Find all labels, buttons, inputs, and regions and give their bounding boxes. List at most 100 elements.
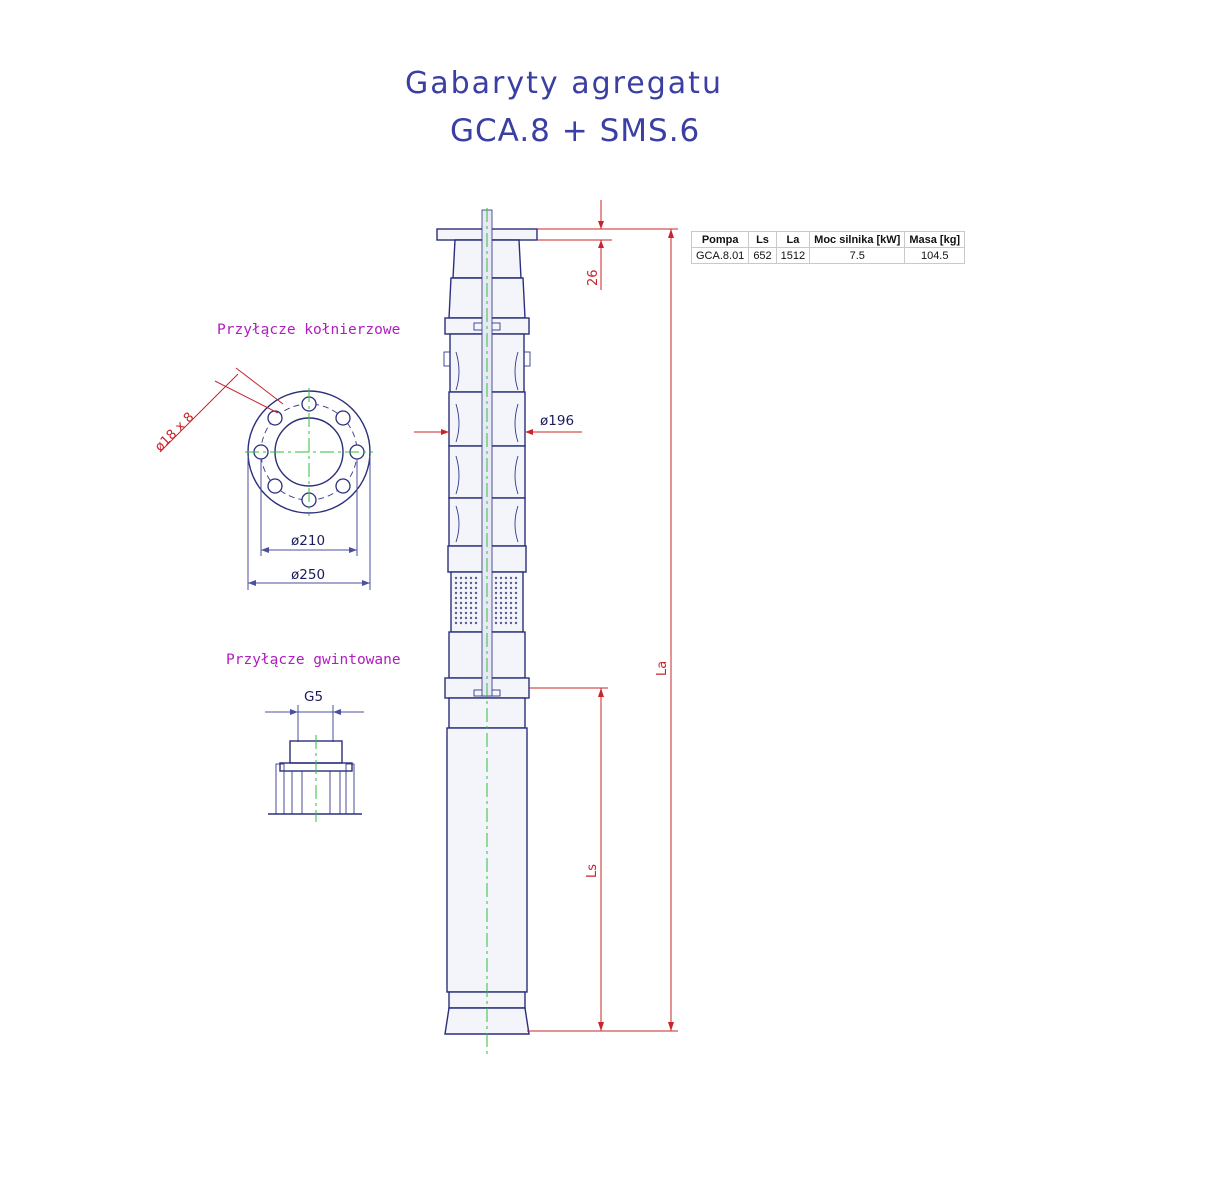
hole-dim-leader-1 bbox=[159, 373, 239, 453]
strainer-hole bbox=[464, 581, 468, 585]
strainer-hole bbox=[469, 621, 473, 625]
hole-dim-leader-2 bbox=[214, 380, 279, 414]
strainer-hole bbox=[454, 586, 458, 590]
strainer-hole bbox=[504, 581, 508, 585]
strainer-hole bbox=[454, 606, 458, 610]
strainer-hole bbox=[504, 576, 508, 580]
strainer-hole bbox=[459, 581, 463, 585]
strainer-hole bbox=[514, 606, 518, 610]
strainer-hole bbox=[464, 601, 468, 605]
strainer-hole bbox=[499, 601, 503, 605]
strainer-hole bbox=[509, 616, 513, 620]
strainer-hole bbox=[509, 581, 513, 585]
bolt-hole bbox=[267, 478, 283, 494]
pump-side-lug bbox=[443, 351, 451, 367]
strainer-hole bbox=[509, 621, 513, 625]
cell-ls: 652 bbox=[748, 247, 777, 264]
strainer-hole bbox=[494, 621, 498, 625]
total-length-label: La bbox=[655, 661, 670, 676]
strainer-hole bbox=[499, 581, 503, 585]
strainer-hole bbox=[464, 611, 468, 615]
strainer-hole bbox=[469, 606, 473, 610]
strainer-hole bbox=[509, 601, 513, 605]
header-ls: Ls bbox=[748, 231, 777, 248]
strainer-hole bbox=[474, 576, 478, 580]
cell-pump: GCA.8.01 bbox=[690, 247, 750, 264]
thread-label: Przyłącze gwintowane bbox=[226, 652, 401, 668]
strainer-hole bbox=[504, 611, 508, 615]
strainer-hole bbox=[504, 591, 508, 595]
strainer-hole bbox=[514, 596, 518, 600]
strainer-hole bbox=[494, 576, 498, 580]
strainer-hole bbox=[469, 601, 473, 605]
strainer-hole bbox=[469, 611, 473, 615]
strainer-hole bbox=[494, 601, 498, 605]
strainer-hole bbox=[459, 586, 463, 590]
outer-diameter-dimension: ø250 bbox=[291, 567, 325, 583]
strainer-hole bbox=[469, 586, 473, 590]
strainer-hole bbox=[514, 621, 518, 625]
strainer-hole bbox=[474, 611, 478, 615]
strainer-hole bbox=[454, 581, 458, 585]
strainer-hole bbox=[454, 596, 458, 600]
flange-label: Przyłącze kołnierzowe bbox=[217, 322, 400, 338]
flange-view: Przyłącze kołnierzowe ø18 x 8 ø210 bbox=[152, 322, 400, 590]
strainer-hole bbox=[469, 591, 473, 595]
strainer-hole bbox=[514, 586, 518, 590]
title-line-1: Gabaryty agregatu bbox=[405, 66, 723, 101]
strainer-hole bbox=[459, 576, 463, 580]
cell-motor-power: 7.5 bbox=[809, 247, 906, 264]
strainer-hole bbox=[494, 616, 498, 620]
strainer-hole bbox=[474, 601, 478, 605]
spec-table: Pompa Ls La Moc silnika [kW] Masa [kg] G… bbox=[690, 231, 966, 264]
strainer-hole bbox=[504, 601, 508, 605]
strainer-hole bbox=[494, 606, 498, 610]
bolt-hole-dimension: ø18 x 8 bbox=[152, 410, 197, 455]
strainer-hole bbox=[514, 616, 518, 620]
strainer-hole bbox=[454, 621, 458, 625]
strainer-hole bbox=[459, 616, 463, 620]
strainer-hole bbox=[504, 596, 508, 600]
strainer-hole bbox=[464, 616, 468, 620]
strainer-hole bbox=[514, 581, 518, 585]
cell-mass: 104.5 bbox=[904, 247, 966, 264]
bolt-hole bbox=[267, 410, 283, 426]
strainer-hole bbox=[499, 596, 503, 600]
strainer-hole bbox=[474, 596, 478, 600]
strainer-hole bbox=[474, 586, 478, 590]
strainer-hole bbox=[504, 586, 508, 590]
cell-la: 1512 bbox=[775, 247, 811, 264]
strainer-hole bbox=[494, 591, 498, 595]
strainer-hole bbox=[474, 616, 478, 620]
strainer-hole bbox=[509, 596, 513, 600]
pump-side-lug bbox=[523, 351, 531, 367]
flange-offset-dimension: 26 bbox=[586, 269, 601, 286]
thread-view: Przyłącze gwintowane G5 bbox=[226, 652, 401, 822]
pump-stage-contours bbox=[455, 351, 519, 543]
strainer-hole bbox=[469, 596, 473, 600]
strainer-hole bbox=[464, 591, 468, 595]
strainer-hole bbox=[464, 621, 468, 625]
strainer-hole bbox=[494, 596, 498, 600]
strainer-hole bbox=[499, 576, 503, 580]
strainer-hole bbox=[459, 596, 463, 600]
strainer-hole bbox=[469, 576, 473, 580]
strainer-hole bbox=[514, 601, 518, 605]
strainer-hole bbox=[469, 616, 473, 620]
strainer-hole bbox=[464, 606, 468, 610]
strainer-hole bbox=[454, 591, 458, 595]
strainer-hole bbox=[499, 586, 503, 590]
strainer-hole bbox=[514, 576, 518, 580]
table-row: GCA.8.01 652 1512 7.5 104.5 bbox=[690, 247, 966, 264]
spec-table-header: Pompa Ls La Moc silnika [kW] Masa [kg] bbox=[690, 231, 966, 248]
strainer-hole bbox=[459, 591, 463, 595]
dim-26-arrows bbox=[598, 221, 604, 248]
bolt-hole bbox=[335, 410, 351, 426]
strainer-hole bbox=[494, 581, 498, 585]
bolt-circle-dimension: ø210 bbox=[291, 533, 325, 549]
strainer-hole bbox=[499, 611, 503, 615]
strainer-hole bbox=[504, 606, 508, 610]
strainer-hole bbox=[499, 606, 503, 610]
strainer-hole bbox=[454, 611, 458, 615]
